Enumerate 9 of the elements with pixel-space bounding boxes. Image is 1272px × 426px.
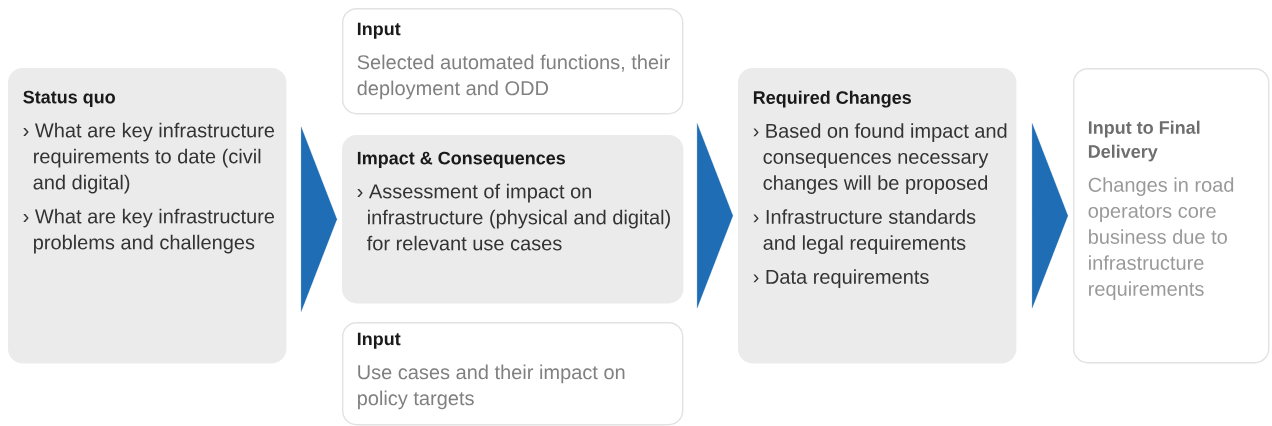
process-box: Impact & Consequences › Assessment of impact on infrastructure (physical and digital) for relevant use cases: [342, 135, 684, 304]
output-box: Input to Final Delivery Changes in road operators core business due to infrastructure requirements: [1073, 68, 1270, 364]
chevron-arrow: [696, 123, 733, 309]
process-box: Status quo › What are key infrastructure requirements to date (civil and digital) › What are key infrastructure problems and challenges: [8, 68, 287, 364]
process-box: Required Changes › Based on found impact and consequences necessary changes will be proposed › Infrastructure standards and legal requirements › Data requirements: [738, 68, 1017, 364]
chevron-arrow: [1031, 123, 1068, 309]
input-box: Input Selected automated functions, their deployment and ODD: [342, 8, 684, 115]
chevron-arrow: [300, 126, 337, 312]
input-box: Input Use cases and their impact on policy targets: [342, 322, 684, 426]
